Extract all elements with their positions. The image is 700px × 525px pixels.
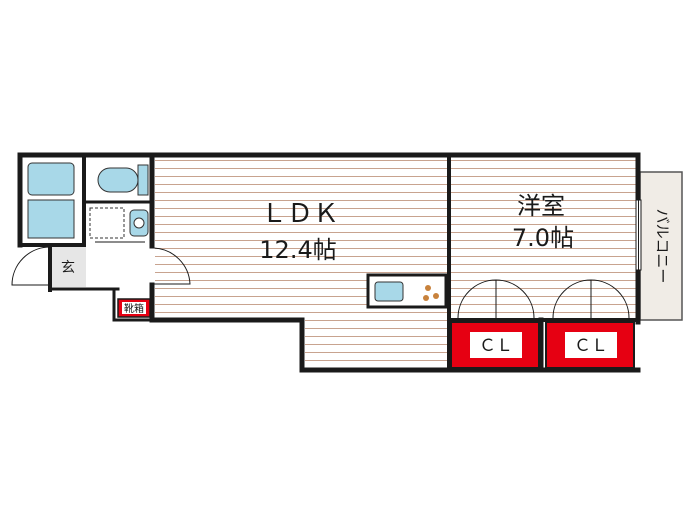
closet-right-label: ＣＬ	[574, 336, 608, 356]
balcony: バルコニー	[639, 171, 683, 321]
closet-left-label: ＣＬ	[479, 336, 513, 356]
toilet-icon	[97, 167, 139, 193]
washing-machine-icon	[89, 207, 125, 239]
entrance-floor	[52, 247, 86, 287]
western-room-floor	[449, 158, 636, 318]
windows	[635, 199, 642, 271]
balcony-label: バルコニー	[654, 209, 672, 284]
toilet-room	[86, 158, 152, 200]
closet-left: ＣＬ	[450, 321, 540, 369]
closet-door-swing-icon	[552, 279, 592, 319]
bathtub-icon	[27, 162, 75, 196]
ldk-room-name: ＬＤＫ	[261, 199, 339, 229]
shoe-box-label: 靴箱	[124, 302, 144, 315]
entrance-label: 玄	[61, 259, 75, 276]
front-door-swing-icon	[11, 246, 51, 286]
closet-door-swing-icon	[457, 279, 497, 319]
stove-burner-icon	[425, 285, 431, 291]
doors	[11, 210, 630, 319]
closet-door-swing-icon	[495, 279, 535, 319]
washroom	[86, 204, 152, 242]
stove-burner-icon	[423, 295, 429, 301]
hallway-floor	[86, 247, 154, 287]
kitchen-counter	[366, 273, 448, 309]
closet-door-swing-icon	[590, 279, 630, 319]
shoe-box: 靴箱	[117, 298, 151, 318]
closet-right: ＣＬ	[545, 321, 635, 369]
ldk-room-size: 12.4帖	[259, 236, 336, 264]
shower-area-icon	[27, 199, 75, 239]
toilet-tank-icon	[137, 164, 149, 196]
bathroom	[24, 158, 82, 242]
western-room-name: 洋室	[517, 192, 565, 220]
western-room-size: 7.0帖	[512, 224, 574, 252]
stove-burner-icon	[433, 293, 439, 299]
ldk-floor	[155, 158, 447, 368]
ldk-door-swing-icon	[153, 247, 191, 285]
sink-icon	[374, 281, 404, 302]
